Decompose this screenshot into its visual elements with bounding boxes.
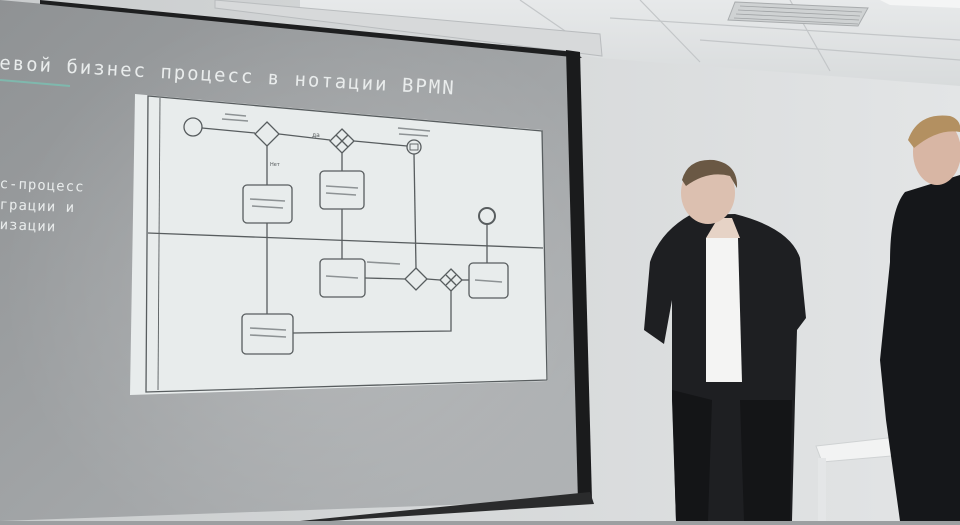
- ceiling-light: [880, 0, 960, 8]
- lane-divider: [147, 232, 544, 249]
- screen-housing: [214, 0, 603, 57]
- lane-label-strip: [157, 97, 161, 391]
- presenter-left: [644, 159, 806, 521]
- gateway-parallel-icon: [404, 267, 428, 291]
- start-event-icon: [183, 117, 203, 137]
- bpmn-diagram-panel: [130, 94, 548, 395]
- screen-bottom-border: [300, 492, 594, 521]
- table-leg: [818, 458, 826, 521]
- pool-border: [145, 95, 548, 393]
- ceiling-air-vent: [727, 1, 869, 27]
- presenter-right: [880, 115, 960, 521]
- slide-side-text-line-3: изации: [0, 217, 57, 236]
- flow-label-yes: да: [312, 132, 320, 139]
- presenter-right-hair: [908, 115, 960, 148]
- screen-right-border: [566, 50, 592, 502]
- presenter-left-tshirt: [706, 238, 742, 382]
- presenter-left-hair: [682, 159, 738, 188]
- flow-label-no: Нет: [270, 162, 280, 168]
- slide-side-text-line-2: грации и: [0, 197, 76, 217]
- diagram-caption-texture: [221, 113, 503, 338]
- screen-top-border: [40, 0, 582, 58]
- title-accent-line: [0, 79, 71, 87]
- bpmn-diagram: [145, 95, 548, 393]
